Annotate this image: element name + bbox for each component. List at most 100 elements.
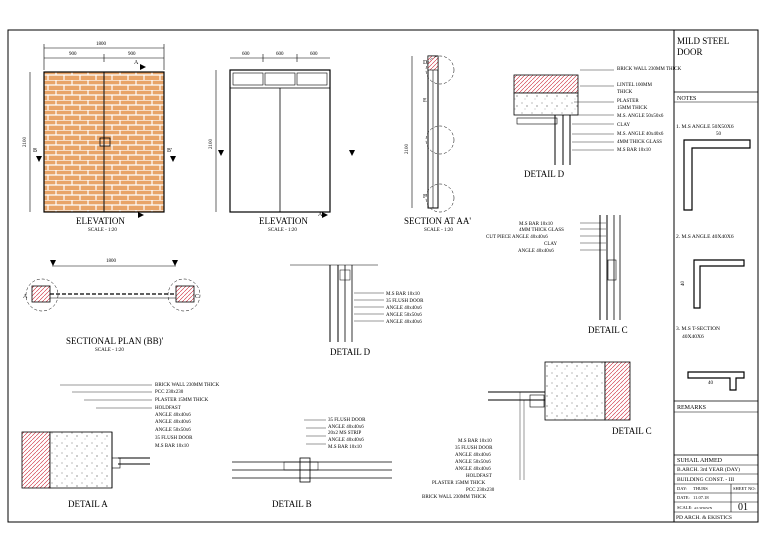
detail-d-label: 15MM THICK	[617, 106, 648, 111]
detail-b-label: ANGLE 40x40x6	[328, 425, 364, 430]
plan-dim-total: 1800	[106, 259, 117, 264]
detail-d-label: 4MM THICK GLASS	[617, 140, 662, 145]
detail-c-label: ANGLE 40x40x6	[518, 249, 554, 254]
section-title: SECTION AT AA'	[404, 216, 471, 226]
elev2-dim1: 600	[242, 52, 250, 57]
title-line-1: MILD STEEL	[677, 36, 729, 46]
elev2-dim3: 600	[310, 52, 318, 57]
detail-b-label: 35 FLUSH DOOR	[328, 418, 366, 423]
notes-heading: NOTES	[677, 96, 696, 102]
detail-a-label: HOLDFAST	[155, 406, 181, 411]
elev1-dim-left: 900	[69, 52, 77, 57]
elev1-mark-b: B	[33, 148, 37, 154]
elev1-dim-total: 1800	[96, 42, 107, 47]
t-section-profile	[687, 371, 745, 391]
detail-c-bottom: M.S BAR 10x10 35 FLUSH DOOR ANGLE 40x40x…	[422, 361, 652, 500]
angle-40-profile	[693, 259, 745, 309]
detail-d-label: CLAY	[617, 123, 631, 128]
detail-a-label: 35 FLUSH DOOR	[155, 436, 193, 441]
student-name: SUHAIL AHMED	[677, 458, 723, 464]
section-aa: D E F 2100 SECTION AT AA' SCALE - 1:20	[404, 55, 471, 233]
student-year: B.ARCH. 3rd YEAR (DAY)	[677, 466, 740, 473]
detail-d-mid-label: ANGLE 50x50x6	[386, 313, 422, 318]
detail-c-bottom-label: PCC 230x230	[466, 488, 495, 493]
section-arrow-icon	[138, 212, 144, 218]
detail-c-bottom-label: 35 FLUSH DOOR	[455, 446, 493, 451]
elev2-scale: SCALE - 1:20	[268, 228, 297, 233]
title-block: MILD STEEL DOOR NOTES 1. M.S ANGLE 50X50…	[673, 29, 759, 523]
detail-d-label: M.S. ANGLE 50x50x6	[617, 114, 664, 119]
date-value: 11.07.18	[693, 495, 709, 500]
detail-c-top-title: DETAIL C	[588, 325, 628, 335]
detail-d-mid-title: DETAIL D	[330, 347, 371, 357]
note-3-line-1: 3. M.S T-SECTION	[676, 326, 720, 332]
section-arrow-icon	[140, 64, 146, 70]
detail-c-top: M.S BAR 10x10 4MM THICK GLASS CUT PIECE …	[486, 215, 628, 335]
footer: PD ARCH. & EKISTICS	[676, 515, 732, 521]
section-mark-d: D	[423, 60, 428, 66]
detail-b: 35 FLUSH DOOR ANGLE 40x40x6 20x2 MS STRI…	[232, 418, 392, 509]
detail-a-label: PLASTER 15MM THICK	[155, 398, 209, 403]
section-dim-height: 2100	[405, 144, 410, 155]
detail-d-label: THICK	[617, 90, 633, 95]
plan-scale: SCALE - 1:20	[95, 348, 124, 353]
elev1-dim-height: 2100	[23, 137, 28, 148]
detail-d-label: M.S BAR 10x10	[617, 148, 651, 153]
detail-d-top: BRICK WALL 230MM THICK LINTEL 100MM THIC…	[513, 67, 682, 179]
detail-c-bottom-label: M.S BAR 10x10	[458, 439, 492, 444]
remarks-heading: REMARKS	[677, 405, 706, 411]
day-label: DAY:	[677, 486, 687, 491]
detail-c-label: CUT PIECE ANGLE 40x40x6	[486, 235, 548, 240]
angle-50-profile	[683, 139, 751, 211]
elev1-dim-right: 900	[128, 52, 136, 57]
detail-a-label: ANGLE 40x40x6	[155, 420, 191, 425]
note-1: 1. M.S ANGLE 50X50X6	[676, 124, 734, 130]
detail-d-label: BRICK WALL 230MM THICK	[617, 67, 682, 72]
elevation-2: 600 600 600 2100 ELEVATION SCALE - 1:20 …	[209, 52, 355, 233]
title-line-2: DOOR	[677, 47, 703, 57]
detail-c-bottom-label: ANGLE 40x40x6	[455, 467, 491, 472]
elevation-1: 1800 900 900 2100 A B B' ELEVATION SCALE…	[23, 42, 176, 233]
elev1-mark-a: A	[134, 60, 139, 66]
detail-d-mid-label: 35 FLUSH DOOR	[386, 299, 424, 304]
detail-c-bottom-title: DETAIL C	[612, 426, 652, 436]
detail-b-label: 20x2 MS STRIP	[328, 431, 362, 436]
section-scale: SCALE - 1:20	[424, 228, 453, 233]
detail-d-label: PLASTER	[617, 99, 639, 104]
note-1-dim: 50	[716, 132, 722, 137]
detail-d-mid: M.S BAR 10x10 35 FLUSH DOOR ANGLE 40x40x…	[290, 264, 424, 357]
subject: BUILDING CONST. - III	[677, 477, 734, 483]
detail-a-label: M.S BAR 10x10	[155, 444, 189, 449]
plan-mark-a: A	[23, 294, 28, 300]
detail-d-mid-label: M.S BAR 10x10	[386, 292, 420, 297]
detail-b-label: M.S BAR 10x10	[328, 445, 362, 450]
scale-value: AS SHOWN	[694, 506, 713, 510]
detail-d-mid-label: ANGLE 40x40x6	[386, 306, 422, 311]
detail-a-label: ANGLE 40x40x6	[155, 413, 191, 418]
detail-c-label: M.S BAR 10x10	[519, 222, 553, 227]
elev2-title: ELEVATION	[259, 216, 308, 226]
sheet-label: SHEET NO:	[733, 486, 756, 491]
sheet-number: 01	[738, 502, 748, 513]
detail-c-bottom-label: HOLDFAST	[466, 474, 492, 479]
elev2-dim-height: 2100	[209, 139, 214, 150]
detail-a-label: ANGLE 50x50x6	[155, 428, 191, 433]
section-mark-e: E	[423, 98, 427, 104]
note-3-line-2: 40X40X6	[682, 334, 704, 340]
detail-b-label: ANGLE 40x40x6	[328, 438, 364, 443]
detail-a: BRICK WALL 230MM THICK PCC 230x230 PLAST…	[21, 383, 220, 509]
section-arrow-icon	[218, 150, 355, 218]
detail-a-label: BRICK WALL 230MM THICK	[155, 383, 220, 388]
scale-label: SCALE:	[677, 505, 693, 510]
elev2-dim2: 600	[276, 52, 284, 57]
detail-c-bottom-label: ANGLE 40x40x6	[455, 453, 491, 458]
plan-mark-c: C	[195, 294, 199, 300]
note-2-dim: 40	[681, 281, 686, 287]
detail-c-bottom-label: BRICK WALL 230MM THICK	[422, 495, 487, 500]
detail-b-title: DETAIL B	[272, 499, 312, 509]
detail-c-label: CLAY	[544, 242, 558, 247]
elev1-title: ELEVATION	[76, 216, 125, 226]
plan-title: SECTIONAL PLAN (BB)'	[66, 336, 164, 346]
detail-d-top-title: DETAIL D	[524, 169, 565, 179]
